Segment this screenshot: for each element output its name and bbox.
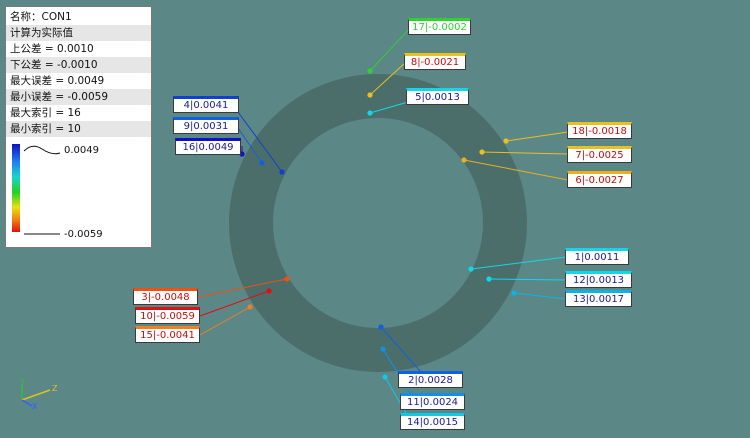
measured-point[interactable] [468, 266, 474, 272]
lower-tolerance: 下公差 = -0.0010 [6, 57, 151, 73]
leader-line [237, 127, 263, 164]
measured-point[interactable] [247, 304, 253, 310]
measured-point[interactable] [380, 346, 386, 352]
measured-point[interactable] [279, 169, 285, 175]
point-tag-text: 17|-0.0002 [412, 22, 467, 33]
point-tag-8[interactable]: 8|-0.0021 [404, 53, 466, 70]
max-error: 最大误差 = 0.0049 [10, 75, 105, 87]
min-index: 最小索引 = 10 [6, 121, 151, 137]
leader-line [237, 111, 283, 173]
point-tag-text: 15|-0.0041 [140, 330, 195, 341]
point-tag-10[interactable]: 10|-0.0059 [135, 307, 200, 324]
legend-max-value: 0.0049 [64, 145, 99, 156]
measured-point[interactable] [367, 92, 373, 98]
axis-z-label: Z [52, 384, 58, 393]
leader-line [463, 159, 569, 181]
point-tag-text: 12|0.0013 [572, 275, 625, 286]
point-tag-text: 14|0.0015 [406, 417, 459, 428]
measured-point[interactable] [486, 276, 492, 282]
min-error: 最小误差 = -0.0059 [6, 89, 151, 105]
axis-y-label: Y [19, 377, 25, 386]
legend-curve-icon [23, 145, 61, 155]
measured-point[interactable] [382, 374, 388, 380]
leader-line [369, 27, 411, 72]
max-index: 最大索引 = 16 [10, 107, 81, 119]
upper-tolerance: 上公差 = 0.0010 [10, 43, 94, 55]
leader-line [197, 278, 288, 298]
point-tag-18[interactable]: 18|-0.0018 [567, 122, 632, 139]
axis-triad-icon: Y Z X [19, 377, 58, 410]
point-tag-text: 18|-0.0018 [572, 126, 627, 137]
point-tag-text: 11|0.0024 [406, 397, 459, 408]
point-tag-text: 2|0.0028 [408, 375, 453, 386]
measured-point[interactable] [367, 110, 373, 116]
measured-point[interactable] [461, 157, 467, 163]
point-tag-text: 4|0.0041 [183, 100, 229, 111]
point-tag-13[interactable]: 13|0.0017 [565, 290, 632, 307]
leader-line [470, 256, 567, 270]
measured-point[interactable] [266, 288, 272, 294]
point-tag-text: 13|0.0017 [572, 294, 625, 305]
measured-point[interactable] [479, 149, 485, 155]
point-tag-text: 16|0.0049 [182, 142, 234, 153]
dimension-info-panel: 名称：CON1 计算为实际值 上公差 = 0.0010 下公差 = -0.001… [5, 6, 152, 248]
point-tag-7[interactable]: 7|-0.0025 [567, 146, 632, 163]
point-tag-text: 5|0.0013 [415, 92, 460, 103]
point-tag-text: 9|0.0031 [183, 121, 229, 132]
measured-point[interactable] [284, 276, 290, 282]
point-tag-14[interactable]: 14|0.0015 [400, 413, 465, 430]
leader-line [369, 101, 409, 114]
point-tag-1[interactable]: 1|0.0011 [565, 248, 629, 265]
point-tag-4[interactable]: 4|0.0041 [173, 96, 239, 113]
point-tag-15[interactable]: 15|-0.0041 [135, 326, 200, 343]
leader-line [369, 61, 407, 96]
axis-x-label: X [32, 402, 38, 410]
leader-line [488, 278, 567, 281]
leader-line [199, 306, 251, 336]
point-tag-text: 1|0.0011 [574, 252, 620, 263]
leader-line [505, 131, 569, 142]
measured-point[interactable] [511, 290, 517, 296]
measured-point[interactable] [367, 68, 373, 74]
point-tag-9[interactable]: 9|0.0031 [173, 117, 239, 134]
feature-name: 名称：CON1 [10, 11, 72, 23]
legend-line-icon [24, 233, 60, 235]
measured-point[interactable] [503, 138, 509, 144]
leader-line [513, 292, 567, 300]
point-tag-text: 7|-0.0025 [575, 150, 624, 161]
point-tag-2[interactable]: 2|0.0028 [398, 371, 463, 388]
leader-line [481, 151, 569, 155]
point-tag-11[interactable]: 11|0.0024 [400, 393, 465, 410]
point-tag-3[interactable]: 3|-0.0048 [133, 288, 198, 305]
measured-point[interactable] [259, 160, 265, 166]
leader-line [380, 326, 421, 372]
point-tag-text: 8|-0.0021 [410, 57, 460, 68]
point-tag-text: 10|-0.0059 [140, 311, 195, 322]
point-tag-16[interactable]: 16|0.0049 [175, 138, 241, 155]
circle-feature-ring [229, 74, 527, 372]
measured-point[interactable] [378, 324, 384, 330]
point-tag-text: 6|-0.0027 [575, 175, 624, 186]
point-tag-text: 3|-0.0048 [141, 292, 190, 303]
point-tag-12[interactable]: 12|0.0013 [565, 271, 632, 288]
leader-line [199, 290, 270, 317]
point-tag-6[interactable]: 6|-0.0027 [567, 171, 632, 188]
point-tag-17[interactable]: 17|-0.0002 [408, 18, 471, 35]
calc-mode: 计算为实际值 [6, 25, 151, 41]
point-tag-5[interactable]: 5|0.0013 [406, 88, 469, 105]
error-color-scale [12, 144, 20, 232]
legend-min-value: -0.0059 [64, 229, 103, 240]
